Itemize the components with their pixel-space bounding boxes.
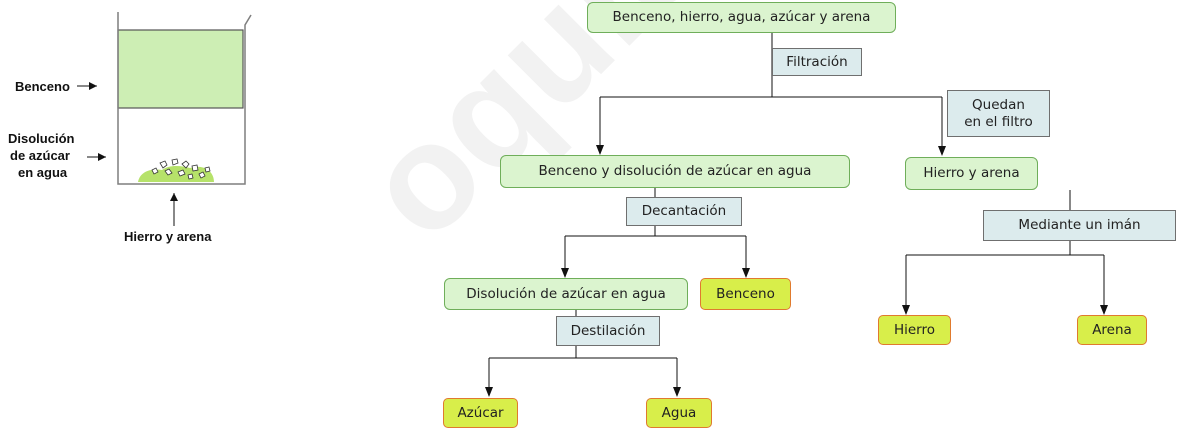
- step-quedan-en-el-filtro: Quedan en el filtro: [947, 90, 1050, 137]
- leaf-benceno: Benceno: [700, 278, 791, 310]
- leaf-arena: Arena: [1077, 315, 1147, 345]
- beaker: [117, 12, 252, 185]
- node-hierro-arena: Hierro y arena: [905, 157, 1038, 190]
- step-quedan-line2: en el filtro: [964, 113, 1033, 130]
- step-destilacion: Destilación: [556, 316, 660, 346]
- step-decantacion: Decantación: [626, 197, 742, 226]
- node-root: Benceno, hierro, agua, azúcar y arena: [587, 2, 896, 33]
- label-disolucion-1: Disolución: [8, 131, 75, 146]
- node-disolucion: Disolución de azúcar en agua: [444, 278, 688, 310]
- label-disolucion-2: de azúcar: [10, 148, 70, 163]
- label-benceno: Benceno: [15, 79, 70, 94]
- leaf-hierro: Hierro: [878, 315, 951, 345]
- label-disolucion-3: en agua: [18, 165, 68, 180]
- sugar-crystals: [151, 158, 211, 180]
- label-hierro-arena: Hierro y arena: [124, 229, 212, 244]
- benzene-layer: [117, 29, 244, 109]
- node-benceno-disolucion: Benceno y disolución de azúcar en agua: [500, 155, 850, 188]
- step-mediante-iman: Mediante un imán: [983, 210, 1176, 241]
- leaf-azucar: Azúcar: [443, 398, 518, 428]
- step-filtracion: Filtración: [772, 48, 862, 76]
- step-quedan-line1: Quedan: [972, 96, 1025, 113]
- leaf-agua: Agua: [646, 398, 712, 428]
- beaker-wall: [117, 12, 252, 185]
